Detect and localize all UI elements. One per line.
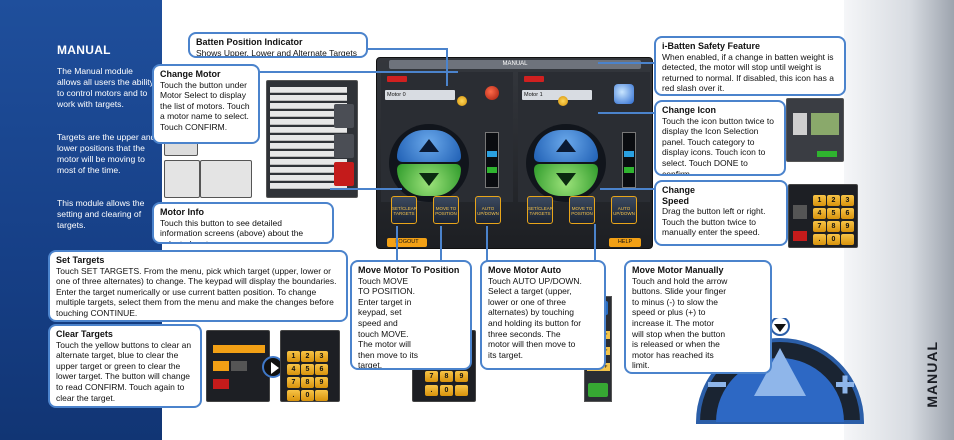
help-button[interactable]: HELP bbox=[609, 238, 641, 247]
callout-move-auto: Move Motor Auto Touch AUTO UP/DOWN. Sele… bbox=[480, 260, 606, 370]
manual-control-panel: MANUAL Motor 0 Motor 1 bbox=[376, 57, 653, 249]
auto-up-down-button[interactable]: AUTO UP/DOWN bbox=[611, 196, 637, 224]
batten-indicator-icon bbox=[457, 96, 467, 106]
motor-info-thumbnail bbox=[164, 160, 200, 198]
callout-move-to-position: Move Motor To Position Touch MOVE TO POS… bbox=[350, 260, 472, 370]
batten-position-gauge bbox=[622, 132, 636, 188]
lower-target-button[interactable] bbox=[588, 383, 608, 397]
motor-select-button[interactable]: Motor 1 bbox=[522, 90, 592, 100]
panel-topbar: MANUAL bbox=[389, 60, 641, 69]
up-arrow-button[interactable] bbox=[534, 130, 598, 162]
callout-change-motor: Change Motor Touch the button under Moto… bbox=[152, 64, 260, 144]
vertical-title: MANUAL bbox=[924, 341, 940, 408]
sidebar-paragraph: Targets are the upper and lower position… bbox=[57, 132, 156, 175]
arrow-pad bbox=[389, 124, 469, 202]
callout-set-targets: Set Targets Touch SET TARGETS. From the … bbox=[48, 250, 348, 322]
auto-up-down-button[interactable]: AUTO UP/DOWN bbox=[475, 196, 501, 224]
batten-position-gauge bbox=[485, 132, 499, 188]
down-arrow-button[interactable] bbox=[534, 164, 598, 196]
sidebar-paragraph: This module allows the setting and clear… bbox=[57, 198, 145, 230]
arrow-pad bbox=[526, 124, 606, 202]
callout-move-manually: Move Motor Manually Touch and hold the a… bbox=[624, 260, 772, 374]
down-arrow-icon bbox=[556, 173, 576, 186]
icon-selection-panel bbox=[786, 98, 844, 162]
callout-motor-info: Motor Info Touch this button to see deta… bbox=[152, 202, 334, 244]
callout-safety-feature: i-Batten Safety Feature When enabled, if… bbox=[654, 36, 846, 96]
target-menu-thumbnail bbox=[206, 330, 270, 402]
speed-keypad: 1 2 3 4 5 6 7 8 9 . 0 bbox=[788, 184, 858, 248]
callout-batten-position: Batten Position Indicator Shows Upper, L… bbox=[188, 32, 368, 58]
down-arrow-icon bbox=[419, 173, 439, 186]
status-lamp bbox=[485, 86, 499, 100]
sidebar-paragraph: The Manual module allows all users the a… bbox=[57, 66, 154, 109]
move-to-position-button[interactable]: MOVE TO POSITION bbox=[569, 196, 595, 224]
sidebar-heading: MANUAL bbox=[57, 43, 111, 57]
callout-change-speed: Change Speed Drag the button left or rig… bbox=[654, 180, 788, 246]
set-clear-targets-button[interactable]: SET/CLEAR TARGETS bbox=[391, 196, 417, 224]
callout-change-icon: Change Icon Touch the icon button twice … bbox=[654, 100, 786, 176]
motor-select-button[interactable]: Motor 0 bbox=[385, 90, 455, 100]
move-to-position-button[interactable]: MOVE TO POSITION bbox=[433, 196, 459, 224]
callout-clear-targets: Clear Targets Touch the yellow buttons t… bbox=[48, 324, 202, 408]
up-arrow-icon bbox=[556, 139, 576, 152]
logout-button[interactable]: LOGOUT bbox=[387, 238, 427, 247]
motor-1-section: Motor 1 bbox=[518, 72, 650, 202]
up-arrow-icon bbox=[419, 139, 439, 152]
right-strip: MANUAL bbox=[844, 0, 954, 440]
set-clear-targets-button[interactable]: SET/CLEAR TARGETS bbox=[527, 196, 553, 224]
motor-info-thumbnail bbox=[200, 160, 252, 198]
motor-0-section: Motor 0 bbox=[381, 72, 513, 202]
up-arrow-button[interactable] bbox=[397, 130, 461, 162]
safety-icon[interactable] bbox=[614, 84, 634, 104]
down-arrow-button[interactable] bbox=[397, 164, 461, 196]
batten-indicator-icon bbox=[558, 96, 568, 106]
target-keypad: 1 2 3 4 5 6 7 8 9 . 0 bbox=[280, 330, 340, 402]
